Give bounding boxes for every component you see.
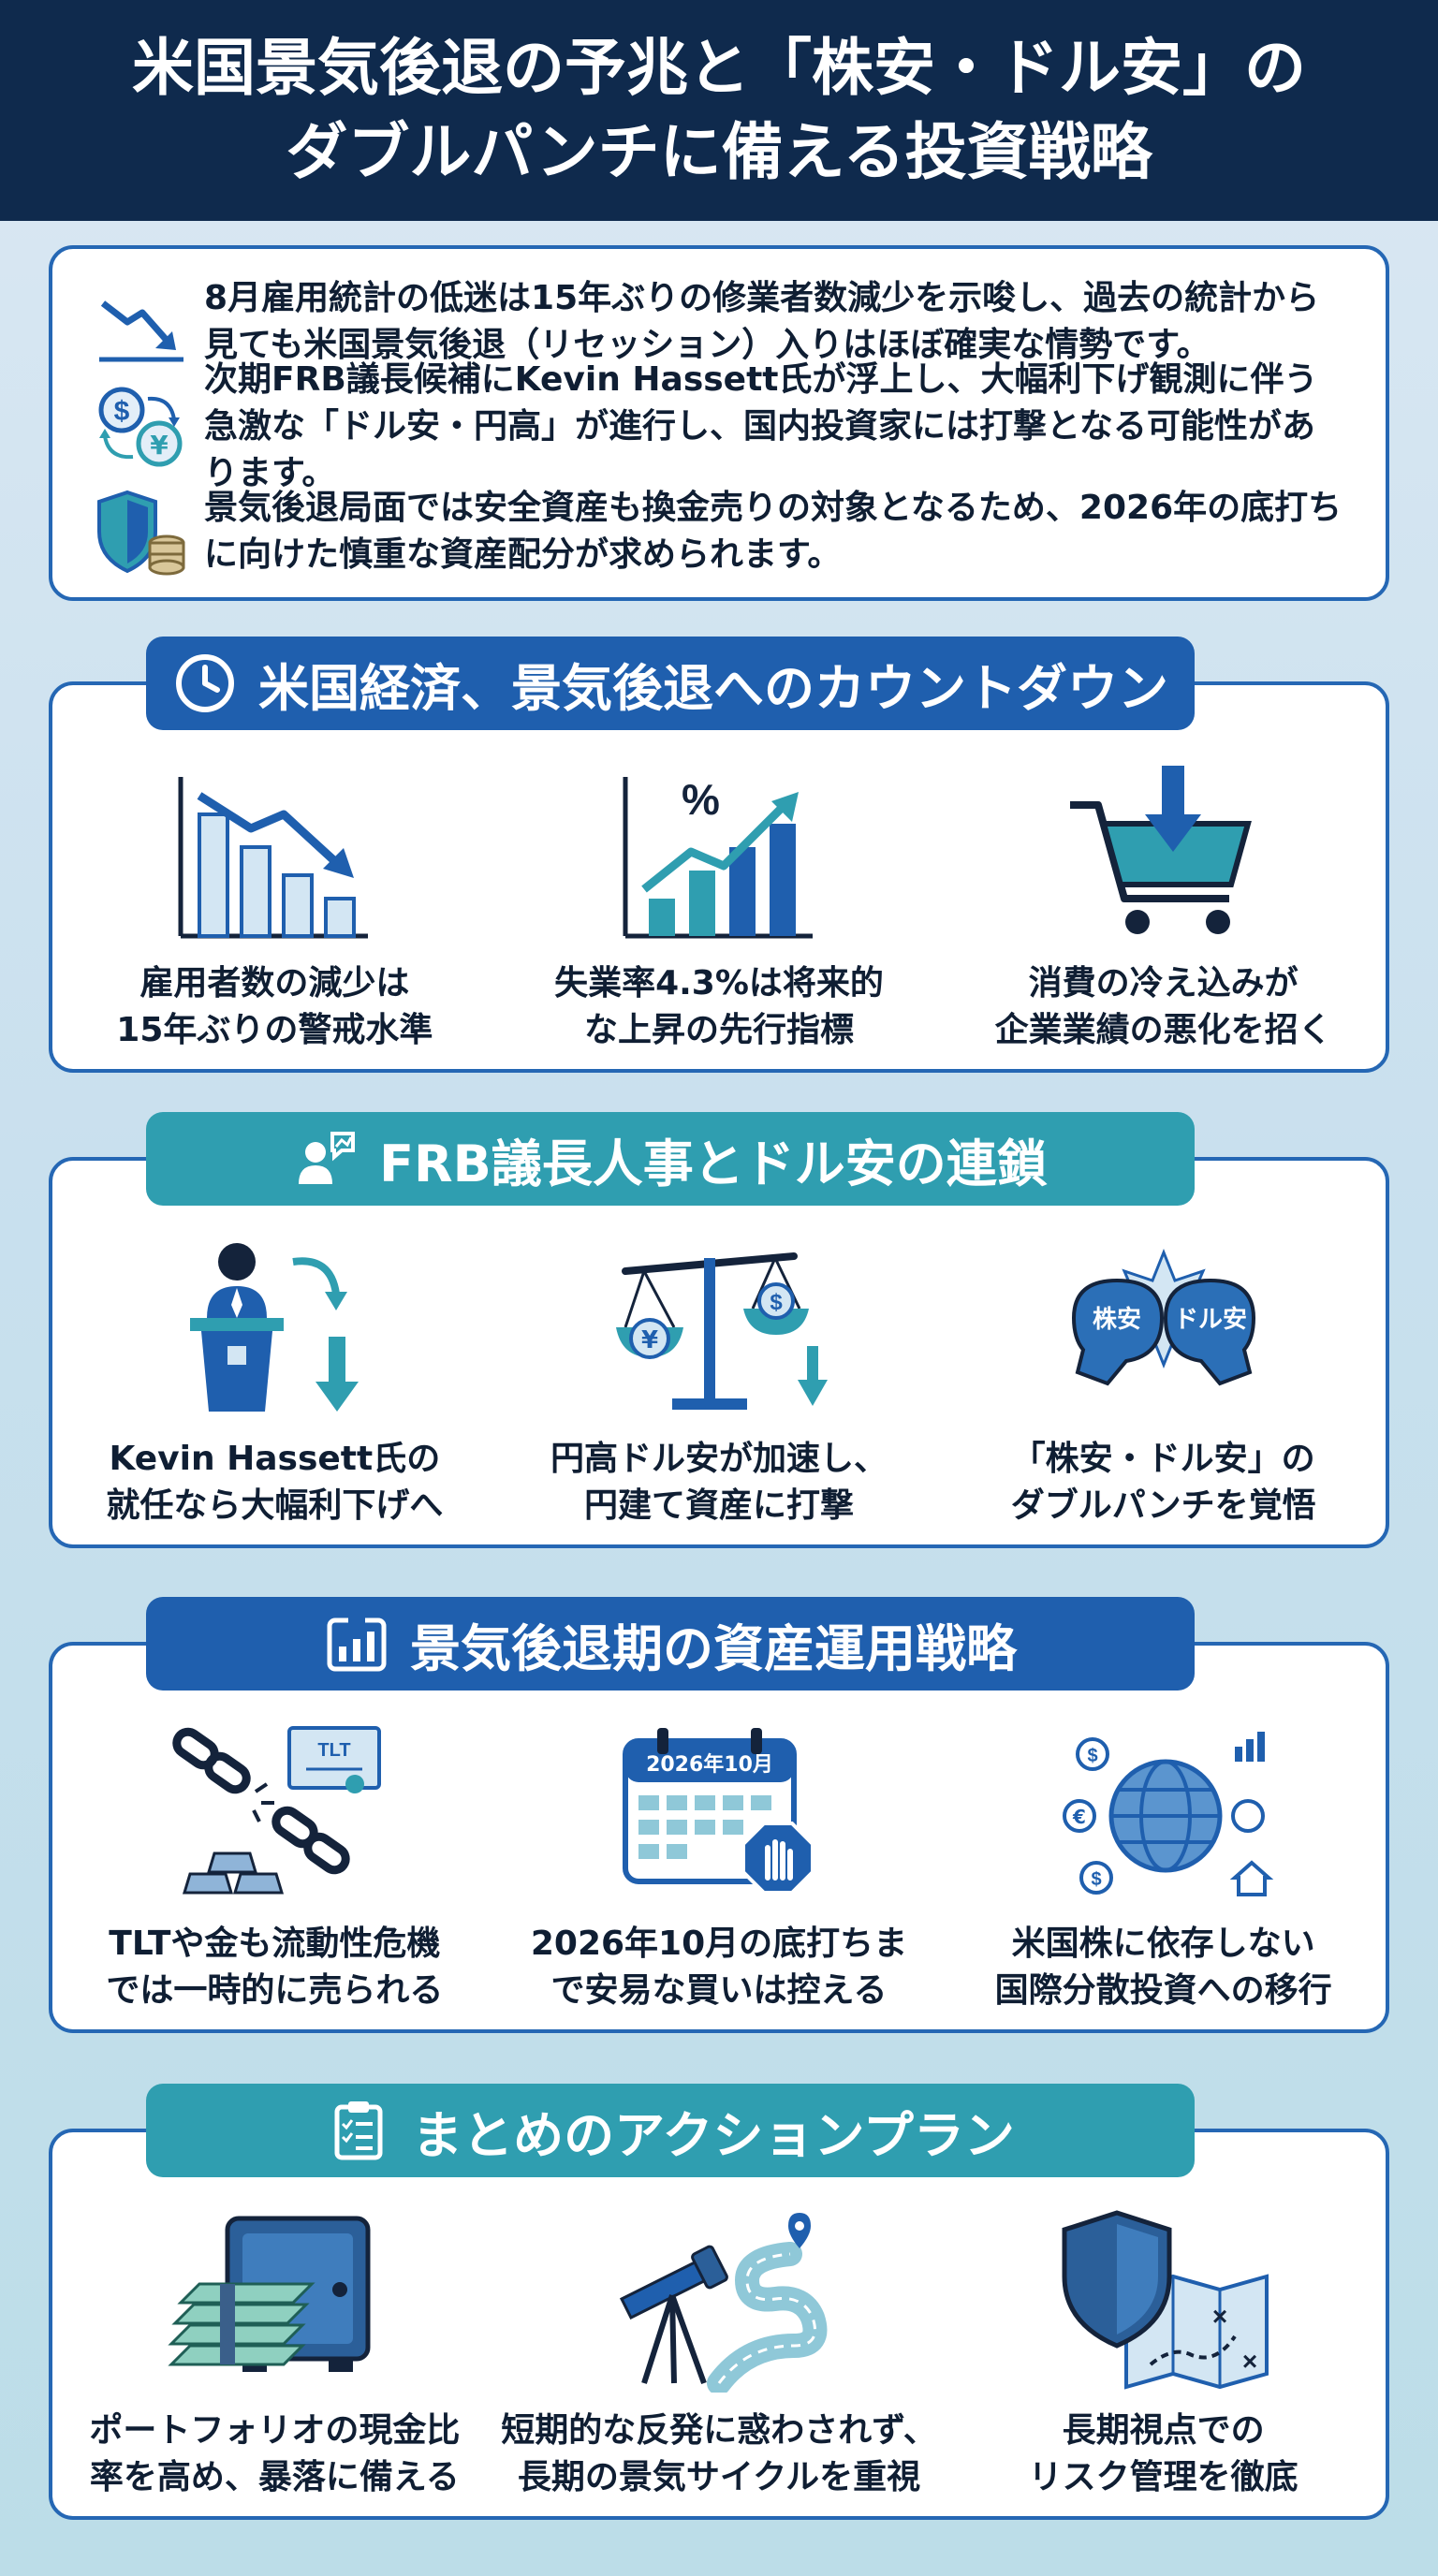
section-item-caption: 「株安・ドル安」の ダブルパンチを覚悟 xyxy=(1010,1440,1316,1525)
section-card-action-plan: ポートフォリオの現金比 率を高め、暴落に備える 短期的な反発に惑わされず、 長期… xyxy=(49,2129,1389,2520)
calendar-stop-icon: 2026年10月 xyxy=(623,1728,814,1895)
section-title: 景気後退期の資産運用戦略 xyxy=(410,1618,1017,1678)
bar-chart-window-icon xyxy=(327,1617,387,1672)
section-item-caption: 消費の冷え込みが 企業業績の悪化を招く xyxy=(994,964,1332,1049)
rising-percent-chart-icon: % xyxy=(623,775,813,939)
page-title-line-1: 米国景気後退の予兆と「株安・ドル安」の xyxy=(132,32,1306,104)
section-item: $ € $ 米国株に依存しない 国際分散投資への移行 xyxy=(941,1719,1386,2027)
section-card-asset-strategy: TLT TLTや金も流動性危機 では一時的に売られる xyxy=(49,1642,1389,2033)
svg-text:×: × xyxy=(1241,2347,1256,2376)
summary-item: $ ¥ 次期FRB議長候補にKevin Hassett氏が浮上し、大幅利下げ観測… xyxy=(90,360,1348,492)
declining-bar-chart-icon xyxy=(178,777,369,939)
svg-text:¥: ¥ xyxy=(641,1326,658,1354)
trend-down-arrow-icon xyxy=(99,300,183,362)
shopping-cart-down-icon xyxy=(1069,766,1252,934)
section-card-frb-chair: Kevin Hassett氏の 就任なら大幅利下げへ ¥ $ 円高ドル安が xyxy=(49,1157,1389,1548)
certificate-label: TLT xyxy=(318,1740,351,1761)
section-item-caption: TLTや金も流動性危機 では一時的に売られる xyxy=(106,1925,444,2010)
section-item-caption: 雇用者数の減少は 15年ぶりの警戒水準 xyxy=(116,964,433,1049)
glove-label-right: ドル安 xyxy=(1174,1306,1247,1334)
section-title: FRB議長人事とドル安の連鎖 xyxy=(379,1134,1048,1193)
section-item: ¥ $ 円高ドル安が加速し、 円建て資産に打撃 xyxy=(497,1234,942,1543)
shield-coins-icon xyxy=(97,490,185,576)
section-header-recession-countdown: 米国経済、景気後退へのカウントダウン xyxy=(146,637,1195,730)
currency-exchange-icon: $ ¥ xyxy=(98,387,183,467)
section-item-caption: ポートフォリオの現金比 率を高め、暴落に備える xyxy=(89,2411,461,2496)
section-item: 消費の冷え込みが 企業業績の悪化を招く xyxy=(941,758,1386,1067)
yen-dollar-scale-icon: ¥ $ xyxy=(616,1252,828,1410)
speaker-chat-icon xyxy=(299,1132,356,1184)
title-banner: 米国景気後退の予兆と「株安・ドル安」の ダブルパンチに備える投資戦略 xyxy=(0,0,1438,221)
section-item: × × 長期視点での リスク管理を徹底 xyxy=(941,2205,1386,2514)
summary-text: 景気後退局面では安全資産も換金売りの対象となるため、2026年の底打ちに向けた慎… xyxy=(204,489,1343,574)
section-item: Kevin Hassett氏の 就任なら大幅利下げへ xyxy=(52,1234,497,1543)
svg-text:€: € xyxy=(1072,1806,1086,1828)
svg-text:%: % xyxy=(682,775,720,824)
section-card-recession-countdown: 雇用者数の減少は 15年ぶりの警戒水準 % 失業率4.3%は将来的 な上昇の先行… xyxy=(49,681,1389,1073)
summary-item: 景気後退局面では安全資産も換金売りの対象となるため、2026年の底打ちに向けた慎… xyxy=(90,479,1348,584)
svg-text:$: $ xyxy=(114,396,130,427)
telescope-road-icon xyxy=(619,2213,828,2393)
glove-label-left: 株安 xyxy=(1093,1306,1141,1334)
clock-icon xyxy=(176,654,234,712)
boxing-gloves-icon: 株安 ドル安 xyxy=(1071,1248,1255,1386)
clipboard-checklist-icon xyxy=(334,2101,383,2160)
svg-text:¥: ¥ xyxy=(150,430,169,461)
section-item: 株安 ドル安 「株安・ドル安」の ダブルパンチを覚悟 xyxy=(941,1234,1386,1543)
section-item-caption: 長期視点での リスク管理を徹底 xyxy=(1028,2411,1299,2496)
safe-cash-icon xyxy=(168,2216,371,2372)
section-item-caption: 円高ドル安が加速し、 円建て資産に打撃 xyxy=(550,1440,888,1525)
section-item-caption: Kevin Hassett氏の 就任なら大幅利下げへ xyxy=(106,1440,444,1525)
section-item: TLT TLTや金も流動性危機 では一時的に売られる xyxy=(52,1719,497,2027)
section-title: 米国経済、景気後退へのカウントダウン xyxy=(258,658,1168,718)
section-header-frb-chair: FRB議長人事とドル安の連鎖 xyxy=(146,1112,1195,1206)
summary-card: 8月雇用統計の低迷は15年ぶりの修業者数減少を示唆し、過去の統計から見ても米国景… xyxy=(49,245,1389,601)
section-item-caption: 米国株に依存しない 国際分散投資への移行 xyxy=(994,1925,1332,2010)
svg-text:×: × xyxy=(1211,2302,1226,2331)
globe-currencies-icon: $ € $ xyxy=(1062,1732,1273,1896)
section-header-asset-strategy: 景気後退期の資産運用戦略 xyxy=(146,1597,1195,1690)
svg-text:$: $ xyxy=(1087,1746,1097,1766)
section-title: まとめのアクションプラン xyxy=(412,2105,1015,2165)
summary-text: 次期FRB議長候補にKevin Hassett氏が浮上し、大幅利下げ観測に伴う急… xyxy=(204,360,1318,492)
svg-text:$: $ xyxy=(770,1290,783,1315)
section-header-action-plan: まとめのアクションプラン xyxy=(146,2084,1195,2177)
podium-speaker-icon xyxy=(190,1243,360,1412)
section-item-caption: 短期的な反発に惑わされず、 長期の景気サイクルを重視 xyxy=(501,2411,937,2496)
section-item: 2026年10月 2026年10月の底打ちま で安易な買いは控える xyxy=(497,1719,942,2027)
section-item-caption: 2026年10月の底打ちま で安易な買いは控える xyxy=(530,1925,908,2010)
section-item: % 失業率4.3%は将来的 な上昇の先行指標 xyxy=(497,758,942,1067)
summary-text: 8月雇用統計の低迷は15年ぶりの修業者数減少を示唆し、過去の統計から見ても米国景… xyxy=(204,279,1320,364)
section-item: 雇用者数の減少は 15年ぶりの警戒水準 xyxy=(52,758,497,1067)
section-item: 短期的な反発に惑わされず、 長期の景気サイクルを重視 xyxy=(497,2205,942,2514)
broken-chain-gold-icon: TLT xyxy=(172,1726,382,1895)
svg-text:$: $ xyxy=(1091,1869,1101,1890)
shield-map-icon: × × xyxy=(1062,2210,1269,2390)
page-title-line-2: ダブルパンチに備える投資戦略 xyxy=(286,116,1152,188)
section-item: ポートフォリオの現金比 率を高め、暴落に備える xyxy=(52,2205,497,2514)
summary-item: 8月雇用統計の低迷は15年ぶりの修業者数減少を示唆し、過去の統計から見ても米国景… xyxy=(90,270,1348,374)
calendar-label: 2026年10月 xyxy=(646,1752,773,1777)
section-item-caption: 失業率4.3%は将来的 な上昇の先行指標 xyxy=(554,964,884,1049)
